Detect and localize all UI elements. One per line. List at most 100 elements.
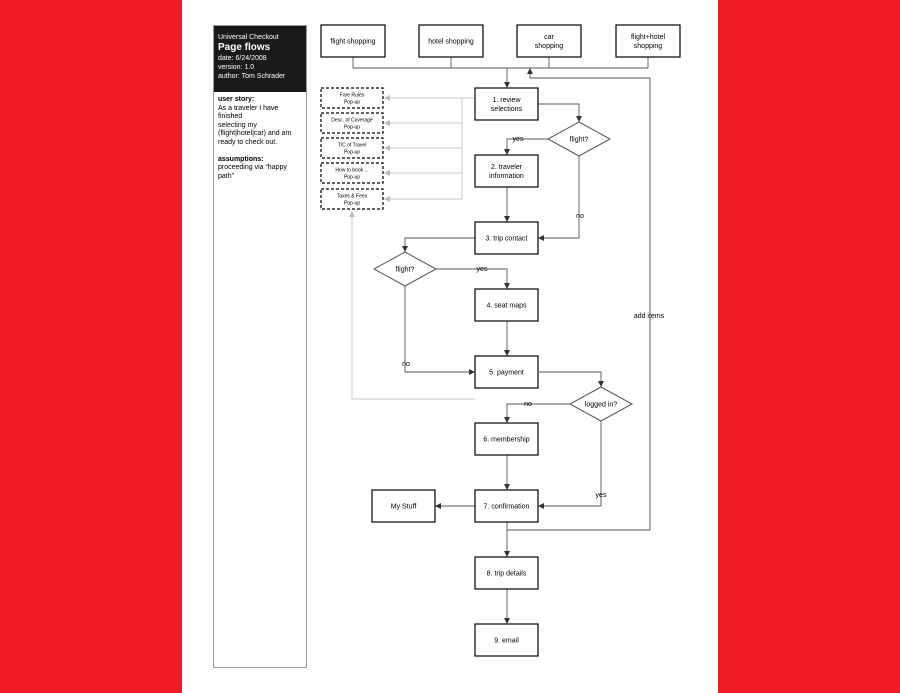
entry-point-box-shape — [516, 24, 582, 58]
step-confirmation-label: 7. confirmation — [484, 503, 530, 510]
user-story-label: user story: — [218, 96, 255, 103]
connector-arrow — [402, 237, 475, 252]
connector-arrow — [404, 286, 475, 375]
decision-flight-1: flight? — [546, 121, 612, 157]
doc-author: author: Tom Schrader — [218, 73, 286, 80]
step-confirmation[interactable]: 7. confirmation — [474, 489, 539, 523]
popup-connector — [349, 211, 475, 400]
decision-flight-2-shape — [372, 251, 438, 287]
popup-title: Desc. of Coverage — [331, 118, 373, 124]
entry-point-box-shape — [418, 24, 484, 58]
entry-point-box-label: flight+hotel — [631, 34, 665, 41]
step-membership[interactable]: 6. membership — [474, 422, 539, 456]
step-traveler-information-label: information — [489, 173, 524, 180]
step-traveler-information[interactable]: 2. traveler information — [474, 154, 539, 188]
page-title: Page flows — [218, 42, 271, 53]
user-story-line: (flight|hotel|car) and am — [218, 130, 292, 138]
popup-subtitle: Pop-up — [344, 175, 360, 181]
entry-point-box[interactable]: flight shopping — [320, 24, 386, 58]
edge-label-yes: yes — [596, 492, 607, 499]
assumptions-text: proceeding via “happy path” — [218, 164, 287, 180]
step-payment-label: 5. payment — [489, 369, 524, 376]
user-story-line: selecting my — [218, 121, 257, 129]
step-review-selections-label: selections — [491, 106, 523, 113]
step-traveler-information-shape — [474, 154, 539, 188]
connector-arrow — [504, 138, 548, 155]
decision-logged-in-shape — [568, 386, 634, 422]
decision-logged-in: logged in? — [568, 386, 634, 422]
my-stuff-box[interactable]: My Stuff — [371, 489, 436, 523]
connector-arrow — [538, 421, 602, 509]
entry-point-box-label: car — [544, 34, 554, 41]
entry-point-box-shape — [320, 24, 386, 58]
step-review-selections[interactable]: 1. review selections — [474, 87, 539, 121]
popup-subtitle: Pop-up — [344, 125, 360, 131]
decision-flight-1-shape — [546, 121, 612, 157]
popup-box[interactable]: How to book ...Pop-up — [320, 162, 384, 184]
entry-point-box-label: flight shopping — [330, 38, 375, 45]
step-trip-details-shape — [474, 556, 539, 590]
notes: user story: As a traveler I have finishe… — [214, 92, 306, 185]
edge-label-no: no — [402, 361, 410, 368]
popup-subtitle: Pop-up — [344, 100, 360, 106]
popup-title: How to book ... — [335, 168, 368, 174]
app-name: Universal Checkout — [218, 34, 279, 41]
popup-title: Fare Rules — [340, 93, 365, 99]
doc-version: version: 1.0 — [218, 64, 255, 71]
popup-shape — [320, 112, 384, 134]
step-payment[interactable]: 5. payment — [474, 355, 539, 389]
add-items-arrow — [507, 68, 651, 531]
step-review-selections-label: 1. review — [492, 97, 521, 104]
decision-flight-2: flight? — [372, 251, 438, 287]
my-stuff-box-shape — [371, 489, 436, 523]
decision-logged-in-label: logged in? — [585, 401, 617, 408]
step-email-shape — [474, 623, 539, 657]
edge-label-no: no — [524, 401, 532, 408]
step-seat-maps[interactable]: 4. seat maps — [474, 288, 539, 322]
entry-point-box-label: shopping — [634, 43, 663, 50]
edge-label-yes: yes — [513, 136, 524, 143]
step-email-label: 9. email — [494, 637, 519, 644]
step-review-selections-shape — [474, 87, 539, 121]
step-membership-label: 6. membership — [483, 436, 529, 443]
step-email[interactable]: 9. email — [474, 623, 539, 657]
my-stuff-box-label: My Stuff — [391, 503, 417, 510]
step-traveler-information-label: 2. traveler — [491, 164, 523, 171]
entry-point-box-shape — [615, 24, 681, 58]
user-story-line: As a traveler I have finished — [218, 104, 279, 121]
step-seat-maps-label: 4. seat maps — [486, 302, 527, 309]
assumptions-label: assumptions: — [218, 155, 264, 163]
step-trip-details[interactable]: 8. trip details — [474, 556, 539, 590]
popup-subtitle: Pop-up — [344, 150, 360, 156]
popup-shape — [320, 162, 384, 184]
edge-label-no: no — [576, 213, 584, 220]
step-trip-contact-shape — [474, 221, 539, 255]
step-payment-shape — [474, 355, 539, 389]
step-trip-contact-label: 3. trip contact — [485, 235, 527, 242]
connector-arrow — [436, 268, 510, 289]
step-trip-contact[interactable]: 3. trip contact — [474, 221, 539, 255]
doc-date: date: 6/24/2008 — [218, 55, 267, 62]
popup-title: T/C of Travel — [338, 143, 367, 149]
step-confirmation-shape — [474, 489, 539, 523]
step-membership-shape — [474, 422, 539, 456]
step-trip-details-label: 8. trip details — [487, 570, 527, 577]
popup-shape — [320, 137, 384, 159]
popup-shape — [320, 87, 384, 109]
entry-point-box[interactable]: hotel shopping — [418, 24, 484, 58]
step-seat-maps-shape — [474, 288, 539, 322]
popup-title: Taxes & Fees — [337, 194, 368, 200]
info-panel: Universal Checkout Page flows date: 6/24… — [213, 25, 307, 668]
entry-point-box[interactable]: flight+hotel shopping — [615, 24, 681, 58]
connector-arrow — [538, 103, 582, 122]
connector-arrow — [538, 156, 580, 241]
user-story-line: ready to check out. — [218, 138, 278, 146]
connectors — [349, 57, 651, 624]
title-block: Universal Checkout Page flows date: 6/24… — [214, 26, 306, 92]
